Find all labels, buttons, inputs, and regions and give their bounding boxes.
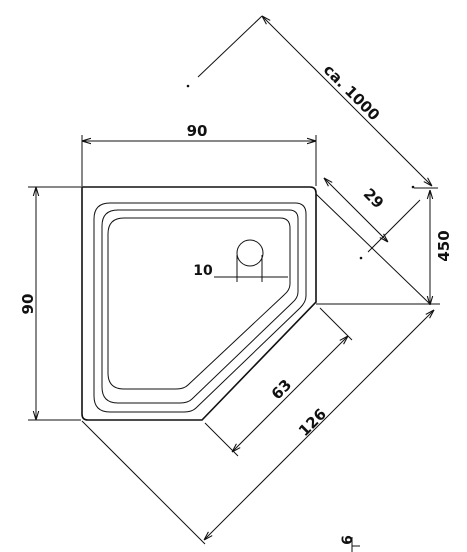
dimension-drain-offset: 10 [193,255,288,282]
dimension-side-offset: 29 [315,178,431,305]
dimension-foot-height: 6 [340,535,360,552]
dimension-overall-diagonal-label: 126 [295,405,330,440]
dimension-overall-diagonal: 126 [81,303,436,545]
dimension-side-offset-label: 29 [360,185,387,212]
dimension-left-height-label: 90 [19,294,37,315]
dimension-top-width: 90 [81,122,317,186]
dimension-top-width-label: 90 [187,122,208,140]
dimension-height-label: 450 [435,230,453,261]
dimension-front-edge-label: 63 [268,376,295,403]
dimension-foot-height-label: 6 [340,535,356,545]
reference-dots [186,84,415,260]
dimension-drain-offset-label: 10 [193,263,213,279]
dimension-diagonal-length: ca. 1000 [197,16,438,189]
dimension-height: 450 [316,190,453,305]
dimension-left-height: 90 [19,186,81,421]
drain-hole [236,239,264,267]
dimension-front-edge: 63 [204,307,353,457]
dimension-diagonal-length-label: ca. 1000 [320,61,383,124]
